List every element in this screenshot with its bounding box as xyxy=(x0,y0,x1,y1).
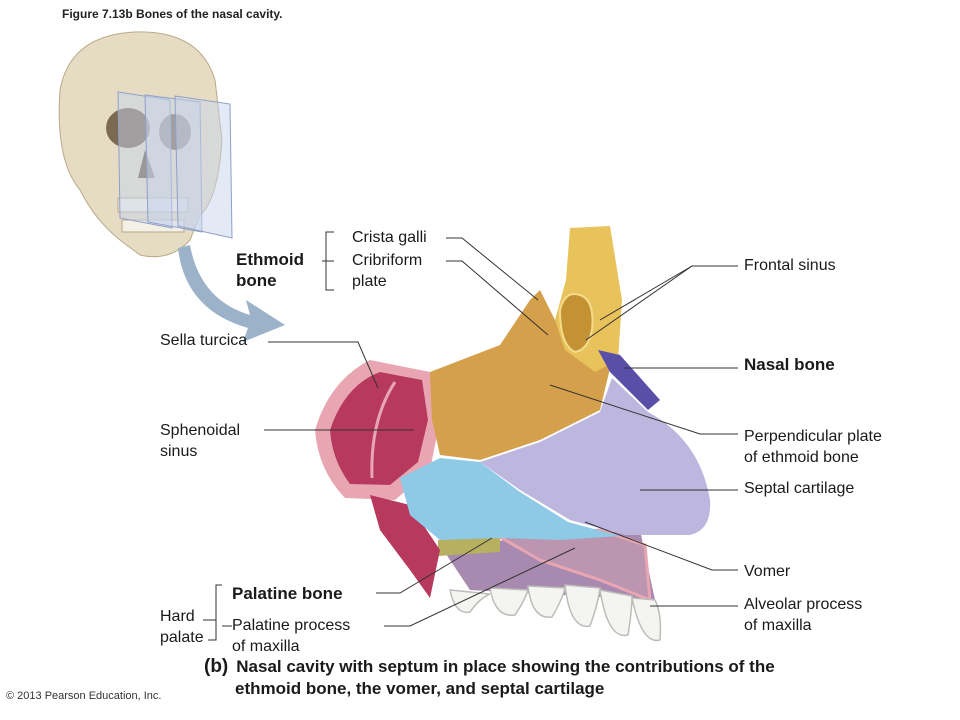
label-nasal-bone: Nasal bone xyxy=(744,355,835,374)
copyright-notice: © 2013 Pearson Education, Inc. xyxy=(6,690,162,702)
sphenoidal-sinus-region xyxy=(330,372,428,485)
figure-caption: (b) Nasal cavity with septum in place sho… xyxy=(204,656,775,700)
label-palatine-process: Palatine process of maxilla xyxy=(232,617,351,655)
pterygoid-region xyxy=(370,495,440,598)
curved-arrow-icon xyxy=(178,245,285,342)
skull-thumbnail xyxy=(58,31,233,258)
caption-line-2: ethmoid bone, the vomer, and septal cart… xyxy=(235,679,605,698)
label-palatine-bone: Palatine bone xyxy=(232,584,343,603)
teeth xyxy=(449,584,662,642)
septal-cartilage-region xyxy=(480,378,711,535)
label-frontal-sinus: Frontal sinus xyxy=(744,257,836,274)
label-hard-palate: Hard palate xyxy=(160,608,204,646)
label-cribriform-plate: Cribriform plate xyxy=(352,252,423,290)
caption-line-1: Nasal cavity with septum in place showin… xyxy=(236,657,775,676)
label-vomer: Vomer xyxy=(744,563,791,580)
leader-lines xyxy=(203,231,738,641)
ethmoid-bone-region xyxy=(430,290,612,460)
frontal-sinus-region xyxy=(558,293,594,354)
vomer-region xyxy=(400,458,620,540)
label-sphenoidal-sinus: Sphenoidal sinus xyxy=(160,422,241,460)
label-crista-galli: Crista galli xyxy=(352,229,427,246)
nasal-bone-region xyxy=(598,350,660,410)
label-alveolar-process: Alveolar process of maxilla xyxy=(744,596,863,634)
label-septal-cartilage: Septal cartilage xyxy=(744,480,855,497)
label-perpendicular-plate: Perpendicular plate of ethmoid bone xyxy=(744,428,882,466)
figure-title: Figure 7.13b Bones of the nasal cavity. xyxy=(62,7,283,21)
label-sella-turcica: Sella turcica xyxy=(160,332,248,349)
palatine-region xyxy=(438,536,500,556)
panel-label: (b) xyxy=(204,656,229,677)
label-ethmoid-bone: Ethmoid bone xyxy=(236,250,304,290)
